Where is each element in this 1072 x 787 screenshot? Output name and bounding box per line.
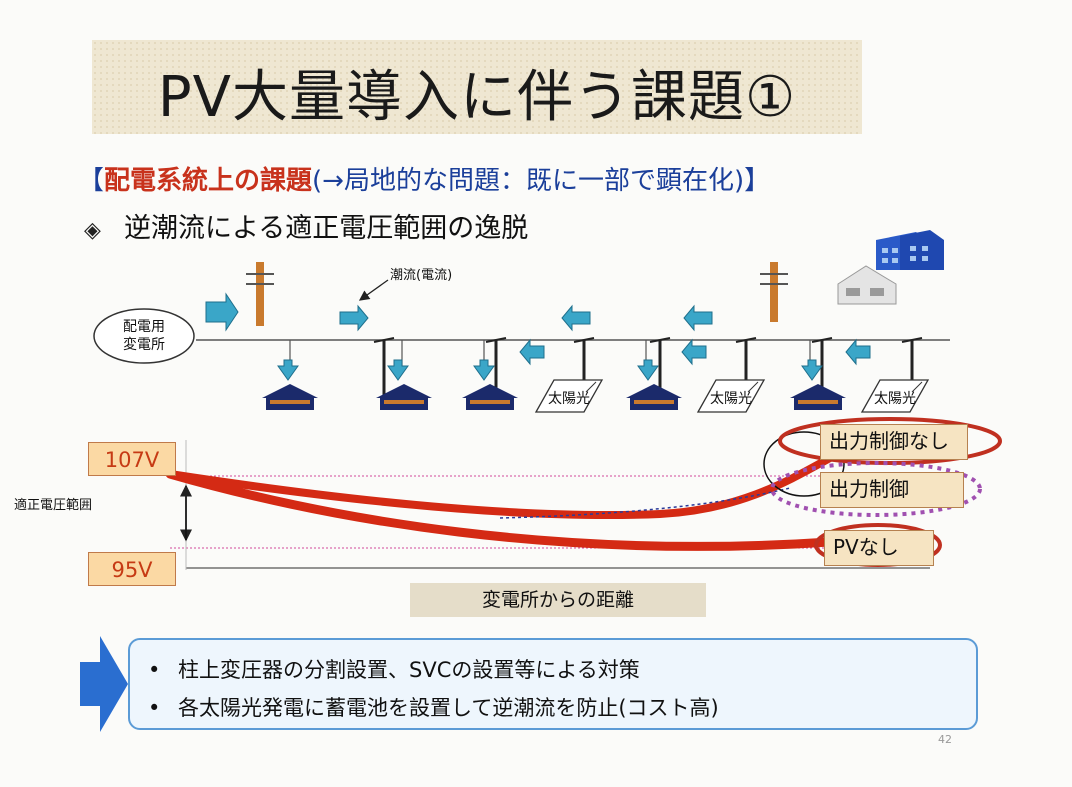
voltage-range-label: 適正電圧範囲: [14, 498, 93, 513]
solar-label: 太陽光: [710, 391, 752, 407]
flow-arrow-left-icon: [845, 338, 871, 366]
label-control: 出力制御: [820, 472, 964, 508]
label-no-control: 出力制御なし: [820, 424, 968, 460]
house-icon: [790, 384, 846, 410]
solutions-box: • 柱上変圧器の分割設置、SVCの設置等による対策 • 各太陽光発電に蓄電池を設置し…: [128, 638, 978, 730]
flow-arrow-left-icon: [683, 304, 713, 332]
office-building-icon: [876, 230, 944, 270]
flow-arrow-right-icon: [205, 292, 239, 332]
flow-arrow-down-icon: [387, 359, 409, 381]
solar-panel-icon: [534, 379, 604, 413]
utility-pole-icon: [246, 262, 274, 326]
flow-pointer-arrow: [358, 279, 389, 301]
subtitle-close-bracket: 】: [744, 166, 771, 196]
bullet-dot: •: [148, 696, 161, 720]
no-control-outline: [778, 417, 1002, 465]
label-pv-none: PVなし: [824, 530, 934, 566]
solar-label: 太陽光: [874, 391, 916, 407]
flow-arrow-right-icon: [339, 304, 369, 332]
curve-pv-none: [165, 469, 835, 551]
flow-arrow-down-icon: [637, 359, 659, 381]
solution-text: 各太陽光発電に蓄電池を設置して逆潮流を防止(コスト高): [178, 696, 719, 720]
issue-text: 逆潮流による適正電圧範囲の逸脱: [124, 213, 529, 244]
house-icon: [376, 384, 432, 410]
subtitle-open-bracket: 【: [78, 166, 105, 196]
solar-panel-icon: [696, 379, 766, 413]
solution-text: 柱上変圧器の分割設置、SVCの設置等による対策: [178, 658, 640, 682]
diamond-bullet-icon: ◈: [84, 218, 101, 243]
transformer-pole-icon: [735, 337, 757, 380]
utility-pole-icon: [760, 262, 788, 322]
curve-no-control: [166, 454, 834, 520]
transformer-pole-icon: [573, 337, 595, 380]
curve-with-control: [499, 487, 791, 519]
voltage-lower-label: 95V: [88, 552, 176, 586]
exceed-circle: [763, 431, 845, 497]
flow-arrow-down-icon: [801, 359, 823, 381]
flow-arrow-down-icon: [473, 359, 495, 381]
title-banner: PV大量導入に伴う課題①: [92, 40, 862, 134]
solution-item: • 柱上変圧器の分割設置、SVCの設置等による対策: [148, 654, 640, 684]
control-outline: [770, 461, 982, 517]
house-icon: [262, 384, 318, 410]
substation-label: 配電用 変電所: [123, 319, 165, 353]
flow-arrow-down-icon: [277, 359, 299, 381]
section-subtitle: 【配電系統上の課題(→局地的な問題：既に一部で顕在化)】: [78, 160, 770, 197]
house-icon: [626, 384, 682, 410]
factory-icon: [837, 265, 897, 305]
solar-label: 太陽光: [548, 391, 590, 407]
solution-arrow-icon: [80, 636, 128, 732]
page-title: PV大量導入に伴う課題①: [157, 65, 797, 130]
x-axis-caption: 変電所からの距離: [410, 583, 706, 617]
flow-arrow-left-icon: [519, 338, 545, 366]
solar-panel-icon: [860, 379, 930, 413]
substation-ellipse: [93, 308, 195, 364]
bullet-dot: •: [148, 658, 161, 682]
flow-arrow-left-icon: [561, 304, 591, 332]
solution-item: • 各太陽光発電に蓄電池を設置して逆潮流を防止(コスト高): [148, 692, 719, 722]
page-number: 42: [938, 733, 952, 746]
voltage-upper-label: 107V: [88, 442, 176, 476]
issue-line: ◈ 逆潮流による適正電圧範囲の逸脱: [84, 206, 528, 245]
subtitle-main: 配電系統上の課題: [104, 166, 313, 196]
transformer-pole-icon: [901, 337, 923, 380]
flow-label: 潮流(電流): [390, 268, 453, 283]
house-icon: [462, 384, 518, 410]
subtitle-paren: (→局地的な問題：既に一部で顕在化): [312, 166, 745, 196]
flow-arrow-left-icon: [681, 338, 707, 366]
